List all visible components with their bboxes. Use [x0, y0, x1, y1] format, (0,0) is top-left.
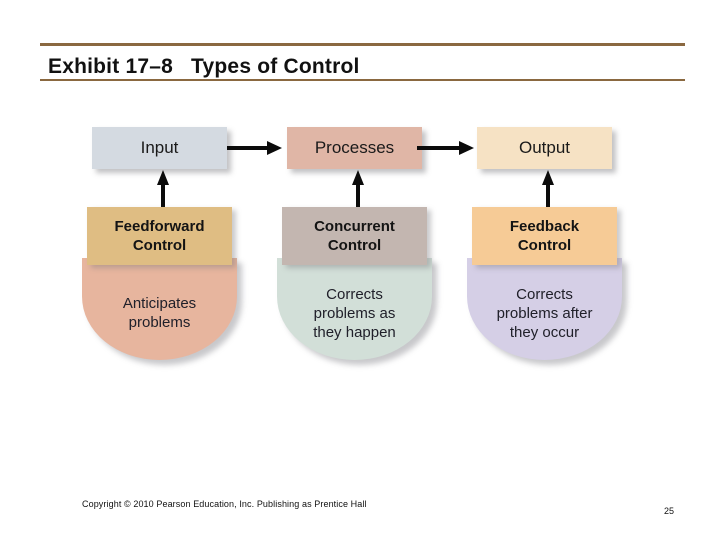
arrow-stem — [546, 182, 550, 208]
control-box-concurrent: Concurrent Control — [282, 207, 427, 265]
arrow-head — [542, 170, 554, 185]
control-label-line1: Feedforward — [114, 218, 205, 235]
arrow-input-to-processes — [227, 141, 282, 155]
arrow-head — [459, 141, 474, 155]
description-line3: they occur — [509, 323, 580, 341]
control-description-feedback: Corrects problems after they occur — [467, 258, 622, 360]
flow-box-processes: Processes — [287, 127, 422, 169]
description-line1: Corrects — [516, 285, 573, 303]
flow-box-input: Input — [92, 127, 227, 169]
arrow-processes-to-output — [417, 141, 474, 155]
control-description-concurrent: Corrects problems as they happen — [277, 258, 432, 360]
arrow-feedforward-to-input — [156, 170, 170, 208]
slide-page-number: 25 — [664, 506, 675, 516]
control-box-feedforward: Feedforward Control — [87, 207, 232, 265]
flow-box-label: Processes — [314, 138, 395, 157]
page-title: Exhibit 17–8 Types of Control — [48, 55, 360, 78]
description-line3: they happen — [313, 323, 396, 341]
arrow-stem — [417, 146, 462, 150]
arrow-feedback-to-output — [541, 170, 555, 208]
control-label-line1: Feedback — [509, 218, 580, 235]
control-description-feedforward: Anticipates problems — [82, 258, 237, 360]
control-label-line2: Control — [517, 237, 572, 254]
arrow-head — [267, 141, 282, 155]
description-line2: problems as — [313, 304, 396, 322]
arrow-concurrent-to-processes — [351, 170, 365, 208]
header-rule-top — [40, 43, 685, 46]
arrow-stem — [227, 146, 270, 150]
control-column-feedforward: Input Feedforward Control Anticipates pr… — [60, 0, 260, 540]
control-label-line1: Concurrent — [314, 218, 395, 235]
description-line1: Anticipates — [122, 295, 197, 312]
arrow-stem — [161, 182, 165, 208]
slide-header: Exhibit 17–8 Types of Control — [0, 0, 720, 95]
control-label-line2: Control — [327, 237, 382, 254]
arrow-stem — [356, 182, 360, 208]
arrow-head — [157, 170, 169, 185]
control-column-concurrent: Processes Concurrent Control Corrects pr… — [255, 0, 455, 540]
header-rule-underline — [40, 79, 685, 81]
control-label-line2: Control — [132, 237, 187, 254]
flow-box-label: Input — [140, 138, 179, 157]
description-line2: problems after — [496, 304, 593, 322]
arrow-head — [352, 170, 364, 185]
copyright-notice: Copyright © 2010 Pearson Education, Inc.… — [82, 499, 367, 509]
description-line1: Corrects — [326, 285, 383, 303]
flow-box-label: Output — [518, 138, 571, 157]
description-line2: problems — [128, 314, 191, 331]
control-column-feedback: Output Feedback Control Corrects problem… — [445, 0, 645, 540]
flow-box-output: Output — [477, 127, 612, 169]
control-box-feedback: Feedback Control — [472, 207, 617, 265]
